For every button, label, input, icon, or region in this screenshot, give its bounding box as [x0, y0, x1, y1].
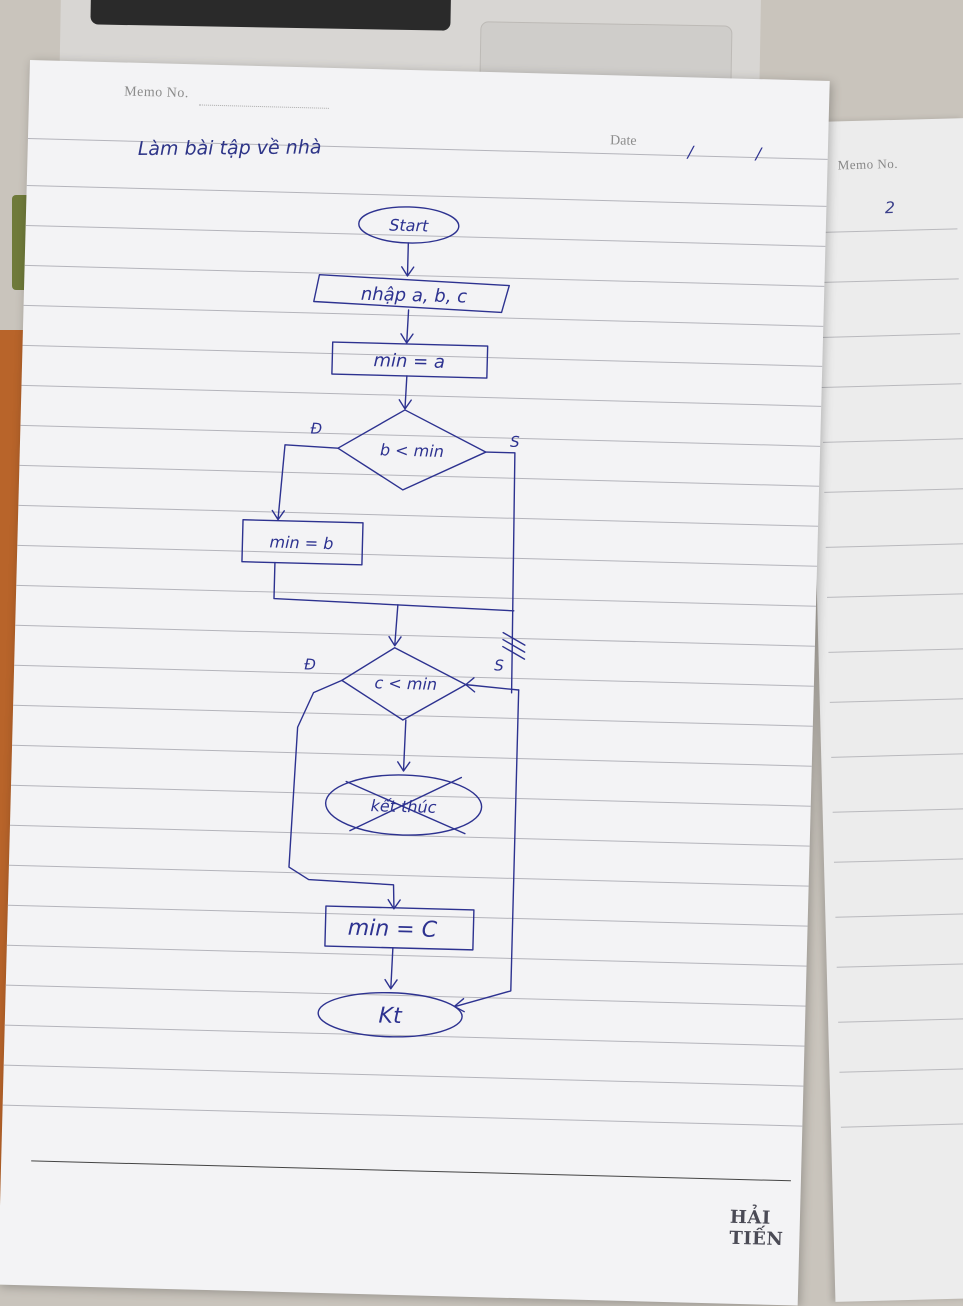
arrow-head: [384, 978, 398, 990]
decision-c-false-label: Đ: [304, 655, 316, 673]
arrow-head: [400, 333, 414, 344]
flow-arrow: [406, 309, 410, 343]
crossed-end-node: [324, 774, 483, 836]
arrow-head: [401, 266, 415, 277]
assign-c-label: min = C: [347, 916, 438, 943]
ruled-line: [833, 858, 963, 863]
ruled-line: [835, 913, 963, 918]
ruled-line: [840, 1123, 963, 1128]
assign-b-node: [241, 519, 364, 566]
decision-b-false-label: Đ: [310, 419, 322, 437]
assign-b-label: min = b: [269, 532, 333, 553]
flowchart-diagram: / / Start nhập a, b, c min = a b < min Đ…: [241, 142, 763, 1038]
assign-a-node: [331, 341, 489, 379]
true-branch-line: [454, 689, 520, 1008]
notebook-right-page: Memo No. 2: [804, 118, 963, 1302]
ruled-line: [820, 333, 961, 338]
ruled-line: [829, 698, 963, 703]
end-node: [317, 991, 463, 1038]
ruled-line: [836, 963, 963, 968]
flow-arrow: [390, 947, 394, 989]
true-branch-line: [485, 451, 516, 694]
ruled-line: [818, 278, 959, 283]
date-slash: /: [754, 144, 763, 163]
decision-b-label: b < min: [380, 440, 444, 461]
merge-line: [273, 561, 515, 612]
ruled-line: [828, 648, 963, 653]
ruled-line: [838, 1018, 963, 1023]
false-branch-line: [277, 444, 339, 520]
decision-c-node: [341, 647, 467, 721]
ruled-line: [839, 1068, 963, 1073]
true-branch-line: [465, 683, 520, 691]
assign-a-label: min = a: [373, 350, 445, 373]
decision-c-true-label: S: [494, 656, 504, 674]
laptop-keyboard: [90, 0, 452, 31]
date-slash: /: [686, 142, 695, 161]
right-page-number: 2: [884, 197, 896, 218]
start-label: Start: [389, 215, 429, 235]
hatch-marks: [502, 631, 526, 660]
ruled-line: [825, 543, 963, 548]
flow-arrow: [394, 604, 399, 646]
false-branch-line: [288, 679, 395, 909]
cross-out-mark: [345, 776, 466, 835]
right-memo-label: Memo No.: [837, 155, 899, 173]
assign-c-node: [324, 905, 475, 951]
ruled-line: [827, 593, 963, 598]
ruled-line: [831, 753, 963, 758]
arrow-head: [397, 761, 411, 772]
decision-c-label: c < min: [374, 673, 437, 694]
arrow-head: [398, 399, 412, 410]
ruled-line: [832, 808, 963, 813]
flow-arrow: [402, 719, 407, 771]
arrow-head: [387, 898, 401, 910]
end-label: Kt: [378, 1003, 403, 1029]
arrow-head: [465, 677, 476, 693]
decision-b-node: [337, 409, 487, 491]
arrow-head: [388, 635, 402, 647]
ruled-line: [821, 383, 962, 388]
input-node: [313, 273, 510, 314]
input-label: nhập a, b, c: [361, 284, 468, 308]
flow-arrow: [404, 375, 408, 409]
ruled-line: [824, 488, 963, 493]
decision-b-true-label: S: [510, 433, 520, 451]
flow-arrow: [406, 242, 410, 276]
notebook-page: Memo No. Date Làm bài tập về nhà HẢI TIẾ…: [0, 60, 830, 1306]
arrow-head: [271, 509, 285, 521]
ruled-line: [822, 438, 963, 443]
ruled-line: [817, 228, 958, 233]
